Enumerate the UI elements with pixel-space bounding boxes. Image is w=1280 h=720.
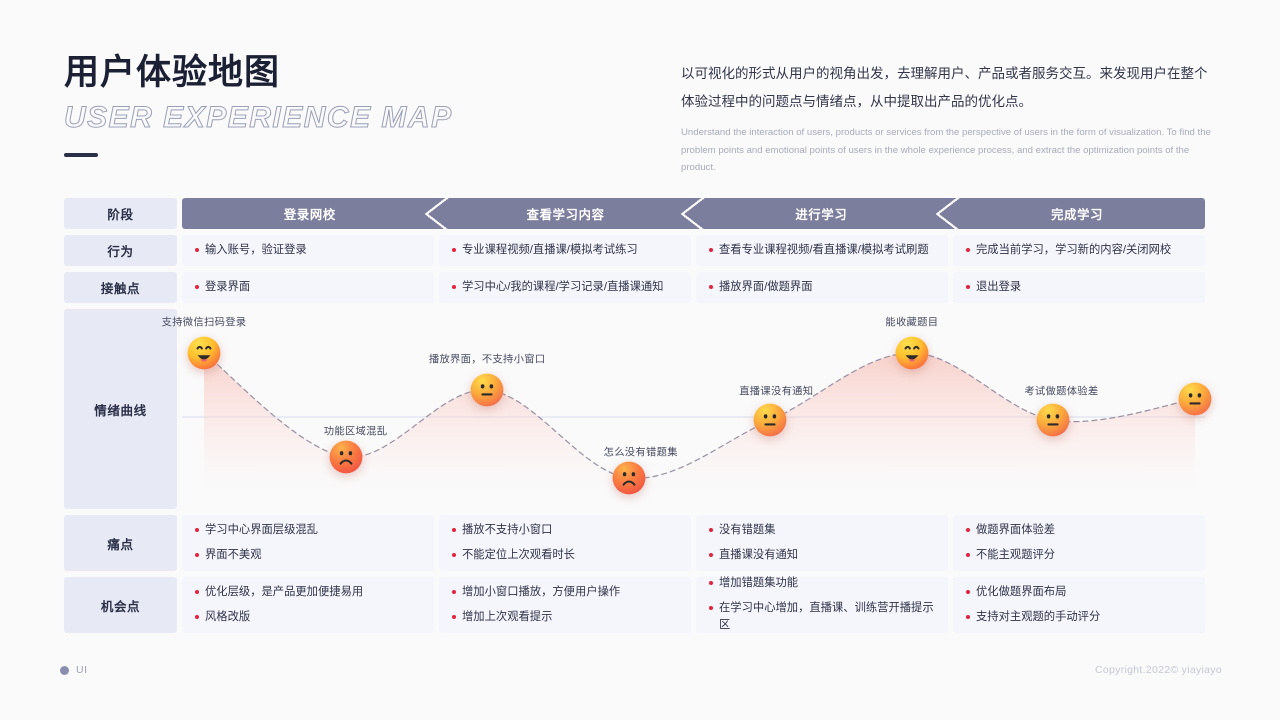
emotion-marker-happy-face-icon [895,336,929,370]
touchpoint-cell-1: 登录界面 [182,272,434,303]
list-item: 完成当前学习，学习新的内容/关闭网校 [965,242,1193,260]
touchpoint-cell-2: 学习中心/我的课程/学习记录/直播课通知 [439,272,691,303]
list-item: 查看专业课程视频/看直播课/模拟考试刷题 [708,242,936,260]
pain-cells: 学习中心界面层级混乱 界面不美观 播放不支持小窗口 不能定位上次观看时长 没有错… [182,515,1205,571]
stage-label: 完成学习 [1051,207,1104,222]
emotion-annotation: 支持微信扫码登录 [161,317,247,329]
list-item: 学习中心界面层级混乱 [194,522,422,540]
page-title: 用户体验地图 [64,53,281,92]
description-cn: 以可视化的形式从用户的视角出发，去理解用户、产品或者服务交互。来发现用户在整个体… [681,66,1208,109]
opportunity-cell-4: 优化做题界面布局 支持对主观题的手动评分 [953,577,1205,633]
footer-label: UI [76,664,88,676]
bullet-dot-icon [60,665,69,675]
emotion-annotation: 怎么没有错题集 [603,447,678,459]
page-header: 用户体验地图 USER EXPERIENCE MAP 以可视化的形式从用户的视角… [64,52,1214,173]
list-item: 做题界面体验差 [965,522,1193,540]
emotion-marker-sad-face-icon [329,440,363,474]
touchpoint-cells: 登录界面 学习中心/我的课程/学习记录/直播课通知 播放界面/做题界面 退出登录 [182,272,1205,303]
touchpoint-cell-4: 退出登录 [953,272,1205,303]
curve-area-fill [204,353,1195,509]
pain-cell-2: 播放不支持小窗口 不能定位上次观看时长 [439,515,691,571]
description-en: Understand the interaction of users, pro… [681,127,1211,174]
opportunity-cell-3: 增加错题集功能 在学习中心增加，直播课、训练营开播提示区 [696,577,948,633]
row-label-action: 行为 [64,235,177,266]
list-item: 在学习中心增加，直播课、训练营开播提示区 [708,600,936,635]
row-emotion-curve: 情绪曲线 支持微信扫码登录功能区域混乱 播放界面，不支持小窗口怎么没有错题集 直播课… [64,309,1212,509]
list-item: 没有错题集 [708,522,936,540]
emotion-curve-chart: 支持微信扫码登录功能区域混乱 播放界面，不支持小窗口怎么没有错题集 直播课没有通知 能… [162,309,1212,509]
row-touchpoint: 接触点 登录界面 学习中心/我的课程/学习记录/直播课通知 播放界面/做题界面 … [64,272,1205,303]
emotion-annotation: 播放界面，不支持小窗口 [428,354,546,366]
opportunity-cell-1: 优化层级，是产品更加便捷易用 风格改版 [182,577,434,633]
row-label-pain: 痛点 [64,515,177,571]
list-item: 增加上次观看提示 [451,609,679,627]
list-item: 直播课没有通知 [708,547,936,565]
row-pain-points: 痛点 学习中心界面层级混乱 界面不美观 播放不支持小窗口 不能定位上次观看时长 … [64,515,1205,571]
stage-item-2[interactable]: 查看学习内容 [438,198,694,229]
action-cell-1: 输入账号，验证登录 [182,235,434,266]
list-item: 优化层级，是产品更加便捷易用 [194,584,422,602]
footer-left: UI [60,664,88,676]
emotion-annotation: 能收藏题目 [885,317,939,329]
row-opportunities: 机会点 优化层级，是产品更加便捷易用 风格改版 增加小窗口播放，方便用户操作 增… [64,577,1205,633]
opportunity-cells: 优化层级，是产品更加便捷易用 风格改版 增加小窗口播放，方便用户操作 增加上次观… [182,577,1205,633]
action-cell-3: 查看专业课程视频/看直播课/模拟考试刷题 [696,235,948,266]
row-label-touchpoint: 接触点 [64,272,177,303]
emotion-marker-neutral-face-icon [753,403,787,437]
description-block: 以可视化的形式从用户的视角出发，去理解用户、产品或者服务交互。来发现用户在整个体… [681,60,1214,177]
emotion-marker-sad-face-icon [612,461,646,495]
page-subtitle-en: USER EXPERIENCE MAP [64,101,453,135]
pain-cell-4: 做题界面体验差 不能主观题评分 [953,515,1205,571]
list-item: 专业课程视频/直播课/模拟考试练习 [451,242,679,260]
list-item: 增加小窗口播放，方便用户操作 [451,584,679,602]
row-label-stage: 阶段 [64,198,177,229]
action-cell-2: 专业课程视频/直播课/模拟考试练习 [439,235,691,266]
list-item: 播放不支持小窗口 [451,522,679,540]
opportunity-cell-2: 增加小窗口播放，方便用户操作 增加上次观看提示 [439,577,691,633]
title-block: 用户体验地图 USER EXPERIENCE MAP [64,52,624,157]
action-cell-4: 完成当前学习，学习新的内容/关闭网校 [953,235,1205,266]
emotion-annotation: 直播课没有通知 [739,386,814,398]
row-label-emotion: 情绪曲线 [64,309,177,509]
emotion-annotation: 考试做题体验差 [1024,386,1099,398]
list-item: 播放界面/做题界面 [708,279,936,297]
emotion-marker-neutral-face-icon [1036,403,1070,437]
row-stage: 阶段 登录网校 查看学习内容 进行学习 完成学习 [64,198,1205,229]
list-item: 支持对主观题的手动评分 [965,609,1193,627]
list-item: 优化做题界面布局 [965,584,1193,602]
footer-copyright: Copyright.2022© yiayiayo [1094,664,1222,676]
pain-cell-1: 学习中心界面层级混乱 界面不美观 [182,515,434,571]
emotion-marker-happy-face-icon [187,336,221,370]
emotion-marker-neutral-face-icon [1178,382,1212,416]
row-label-opportunity: 机会点 [64,577,177,633]
stage-label: 查看学习内容 [526,207,605,222]
emotion-marker-neutral-face-icon [470,373,504,407]
touchpoint-cell-3: 播放界面/做题界面 [696,272,948,303]
pain-cell-3: 没有错题集 直播课没有通知 [696,515,948,571]
stage-item-3[interactable]: 进行学习 [694,198,950,229]
list-item: 学习中心/我的课程/学习记录/直播课通知 [451,279,679,297]
row-action: 行为 输入账号，验证登录 专业课程视频/直播课/模拟考试练习 查看专业课程视频/… [64,235,1205,266]
list-item: 界面不美观 [194,547,422,565]
title-underline-rule [64,152,98,157]
action-cells: 输入账号，验证登录 专业课程视频/直播课/模拟考试练习 查看专业课程视频/看直播… [182,235,1205,266]
list-item: 输入账号，验证登录 [194,242,422,260]
list-item: 登录界面 [194,279,422,297]
stage-item-4[interactable]: 完成学习 [949,198,1205,229]
stage-bar: 登录网校 查看学习内容 进行学习 完成学习 [182,198,1205,229]
list-item: 不能主观题评分 [965,547,1193,565]
stage-label: 登录网校 [283,207,336,222]
list-item: 风格改版 [194,609,422,627]
emotion-annotation: 功能区域混乱 [323,426,388,438]
list-item: 不能定位上次观看时长 [451,547,679,565]
experience-map-matrix: 阶段 登录网校 查看学习内容 进行学习 完成学习 行为 输入账号，验证登录 专业… [64,198,1212,639]
stage-label: 进行学习 [795,207,848,222]
stage-item-1[interactable]: 登录网校 [182,198,438,229]
list-item: 增加错题集功能 [708,575,936,593]
list-item: 退出登录 [965,279,1193,297]
